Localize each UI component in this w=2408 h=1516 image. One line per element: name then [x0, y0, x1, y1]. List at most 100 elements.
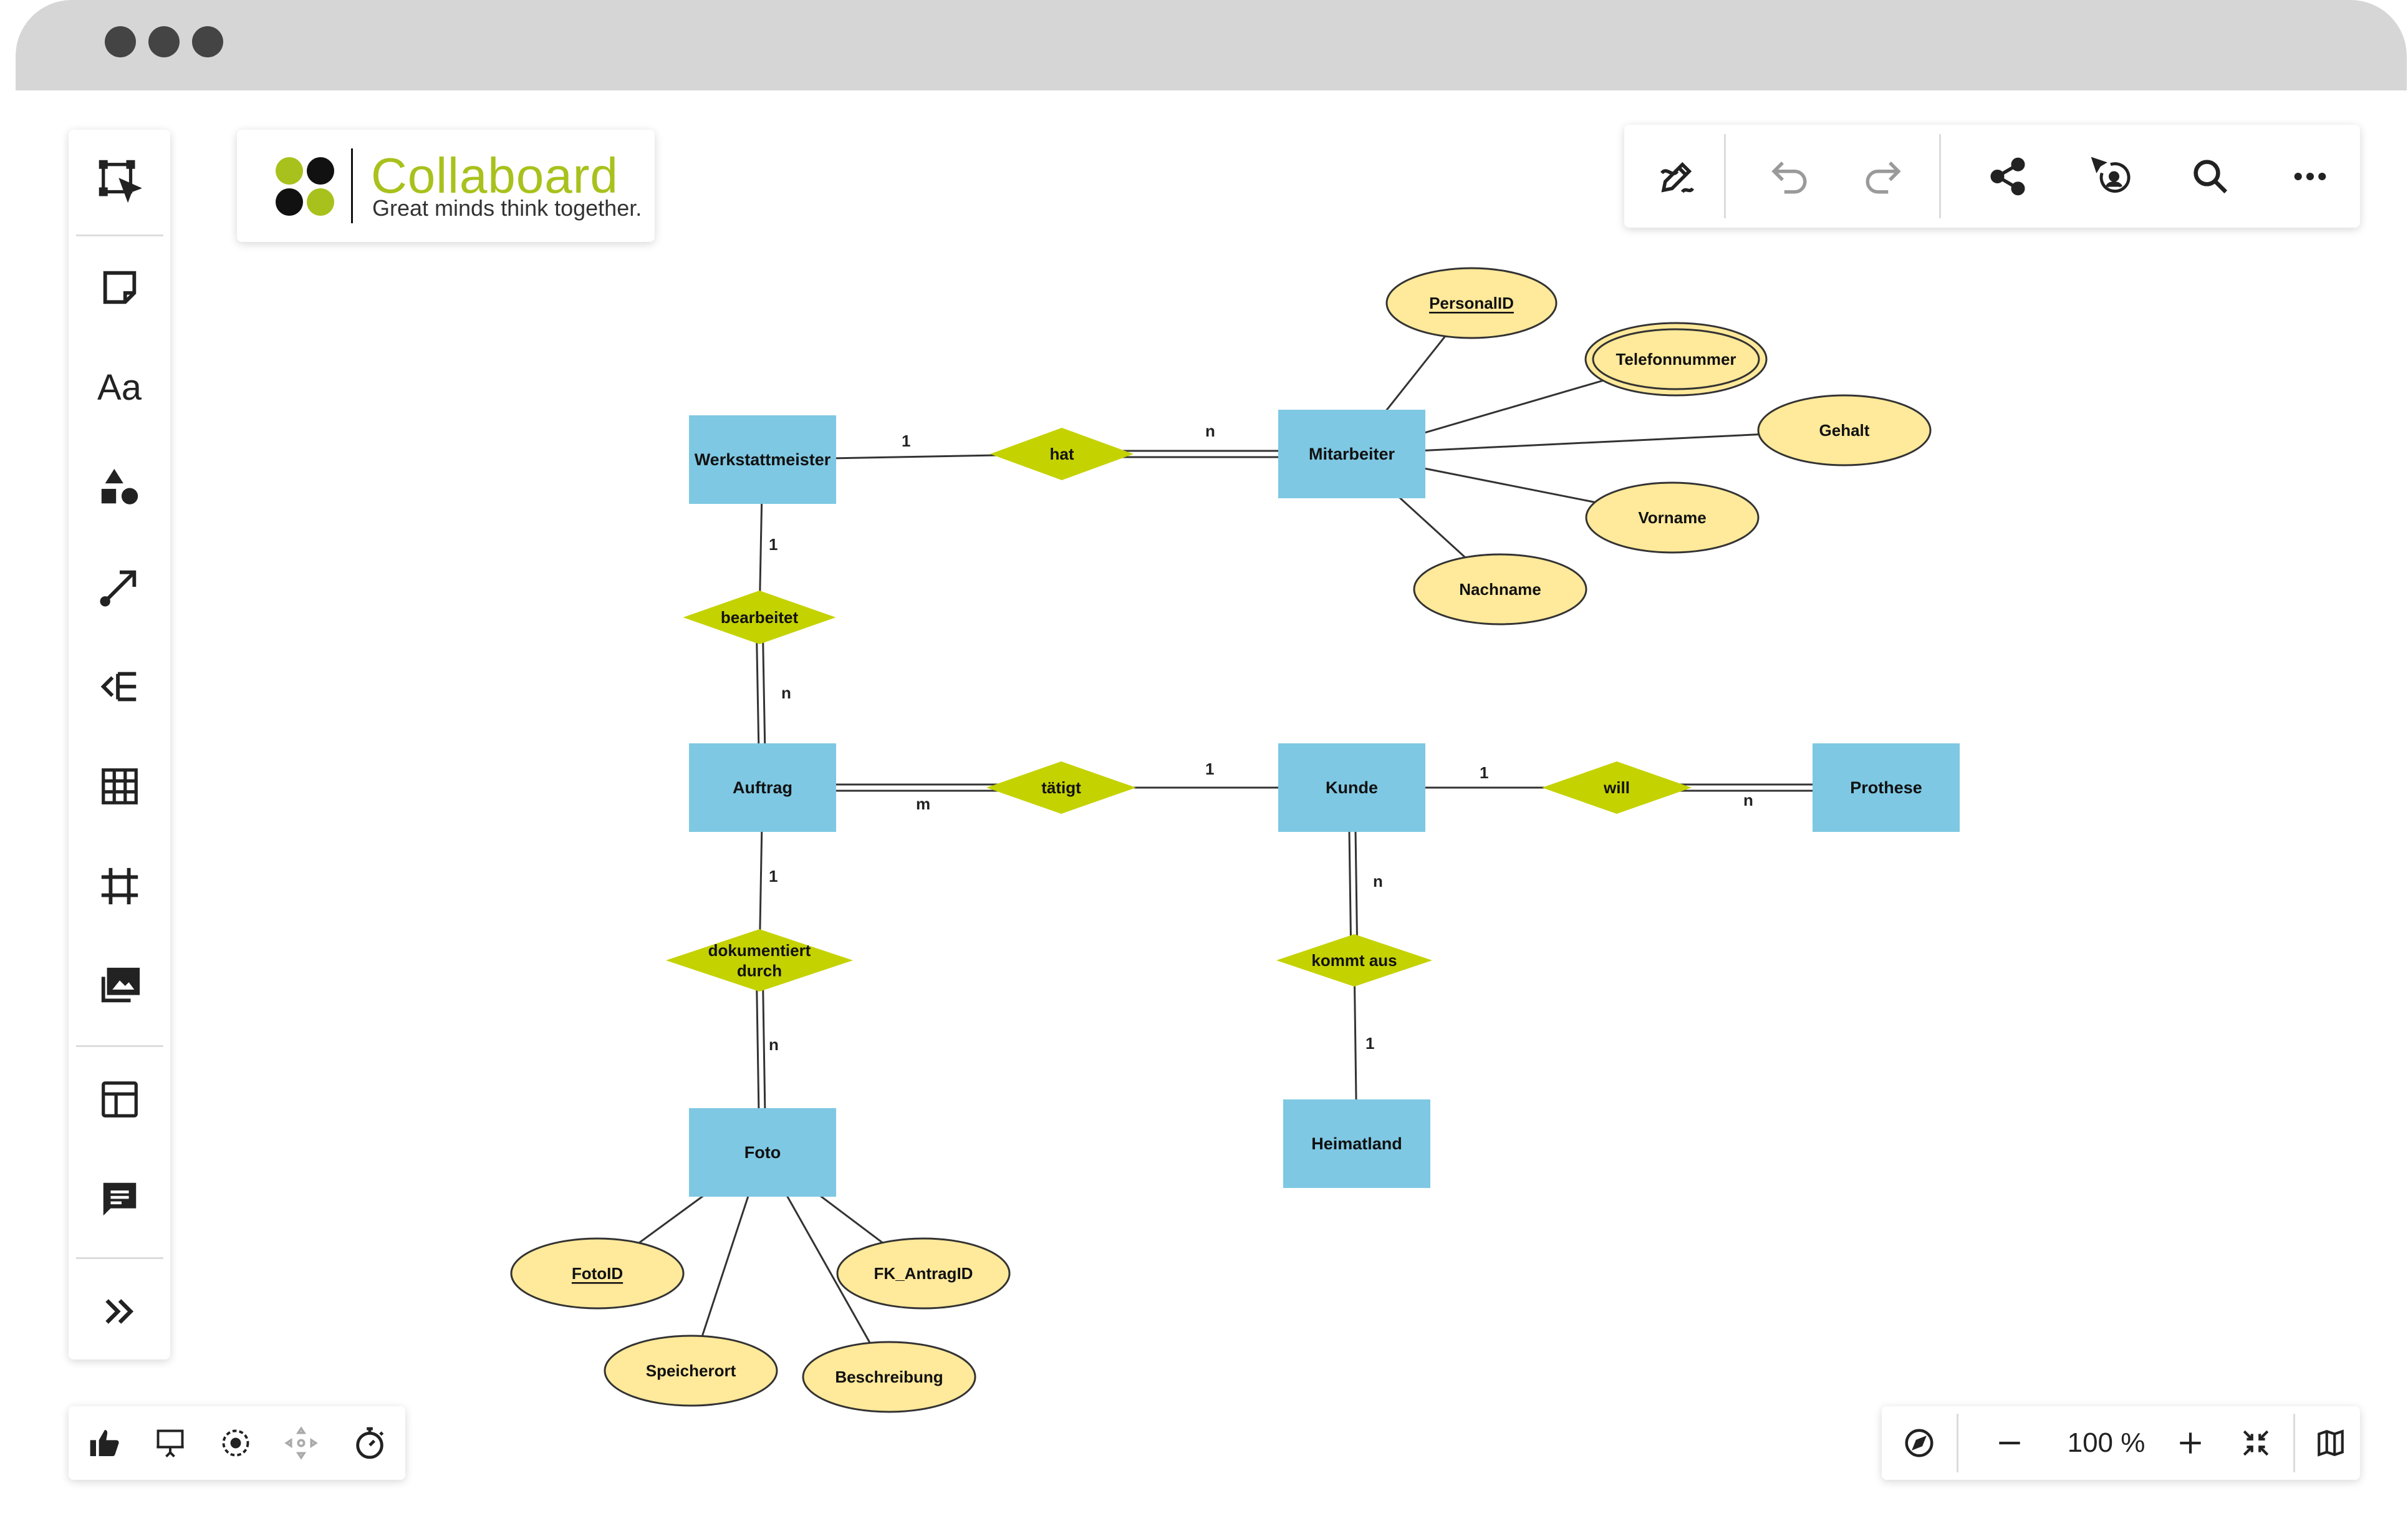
attribute-fkantragid[interactable]: FK_AntragID [836, 1237, 1011, 1310]
logo-divider [351, 148, 353, 223]
select-icon [99, 160, 142, 203]
shape-label: Auftrag [733, 778, 792, 797]
shapes-tool[interactable] [69, 453, 170, 521]
attribute-telefonnummer[interactable]: Telefonnummer [1584, 322, 1768, 397]
navigator-button[interactable] [1885, 1406, 1953, 1480]
fit-to-screen-button[interactable] [2222, 1406, 2290, 1480]
more-button[interactable] [2270, 125, 2351, 228]
attribute-personalid[interactable]: PersonalID [1385, 267, 1558, 339]
presentation-icon [156, 1429, 184, 1458]
toolbar-divider [76, 1257, 163, 1259]
zoom-in-button[interactable] [2156, 1406, 2225, 1480]
relationship-will[interactable]: will [1542, 761, 1692, 814]
frame-tool[interactable] [69, 852, 170, 920]
timer-icon [355, 1427, 383, 1459]
cardinality-label: 1 [769, 867, 778, 886]
shape-label: Kunde [1326, 778, 1378, 797]
media-tool[interactable] [69, 952, 170, 1020]
attribute-speicherort[interactable]: Speicherort [604, 1335, 778, 1407]
share-button[interactable] [1967, 125, 2048, 228]
fit-screen-icon [2243, 1430, 2269, 1456]
shape-label: Vorname [1638, 508, 1706, 527]
left-toolbar: Aa [69, 130, 170, 1359]
templates-tool[interactable] [69, 1065, 170, 1134]
edit-mode-button[interactable] [1637, 125, 1718, 228]
entity-heimatland[interactable]: Heimatland [1283, 1099, 1430, 1188]
browser-chrome [16, 0, 2407, 90]
cardinality-label: n [1205, 422, 1215, 440]
table-icon [101, 768, 138, 804]
attribute-ellipse [1757, 394, 1932, 466]
follow-user-icon [2091, 157, 2131, 193]
undo-icon [1771, 161, 1807, 193]
entity-box [689, 1108, 836, 1197]
vote-button[interactable] [69, 1406, 140, 1480]
zoom-toolbar: 100 % [1882, 1406, 2360, 1480]
cardinality-label: n [769, 1035, 779, 1054]
entity-prothese[interactable]: Prothese [1813, 743, 1960, 832]
relationship-bearbeitet[interactable]: bearbeitet [683, 591, 836, 644]
relationship-taetigt[interactable]: tätigt [986, 761, 1136, 814]
mindmap-tool[interactable] [69, 652, 170, 721]
undo-button[interactable] [1749, 125, 1830, 228]
attribute-ellipse [1585, 481, 1760, 554]
attribute-beschreibung[interactable]: Beschreibung [802, 1341, 976, 1413]
follow-user-button[interactable] [2070, 125, 2151, 228]
relationship-hat[interactable]: hat [990, 428, 1134, 480]
shape-label: PersonalID [1429, 294, 1514, 312]
entity-kunde[interactable]: Kunde [1278, 743, 1425, 832]
attribute-ellipse [604, 1335, 778, 1407]
select-tool[interactable] [69, 147, 170, 215]
focus-button[interactable] [200, 1406, 271, 1480]
relationship-diamond [990, 428, 1134, 480]
images-icon [101, 967, 140, 1003]
spotlight-button[interactable] [265, 1406, 337, 1480]
attribute-ellipse [1584, 322, 1768, 397]
attribute-gehalt[interactable]: Gehalt [1757, 394, 1932, 466]
zoom-level[interactable]: 100 % [2067, 1427, 2146, 1458]
shape-label: durch [737, 961, 782, 980]
map-icon [2317, 1429, 2344, 1457]
entity-werkstattmeister[interactable]: Werkstattmeister [689, 415, 836, 504]
table-tool[interactable] [69, 752, 170, 821]
sticky-note-tool[interactable] [69, 253, 170, 322]
connector-tool[interactable] [69, 553, 170, 621]
bottom-left-toolbar [69, 1406, 405, 1480]
entity-box [1283, 1099, 1430, 1188]
zoom-out-button[interactable] [1975, 1406, 2044, 1480]
comments-tool[interactable] [69, 1165, 170, 1234]
attribute-fotoid[interactable]: FotoID [510, 1237, 685, 1310]
entity-box [1278, 743, 1425, 832]
search-button[interactable] [2170, 125, 2251, 228]
top-toolbar [1624, 125, 2360, 228]
shape-label: hat [1050, 445, 1074, 463]
shape-label: tätigt [1041, 778, 1081, 797]
entity-foto[interactable]: Foto [689, 1108, 836, 1197]
arrow-icon [100, 570, 136, 607]
cardinality-label: n [1373, 872, 1383, 891]
text-tool[interactable]: Aa [69, 353, 170, 422]
shape-label: Foto [744, 1143, 781, 1162]
plus-icon [2180, 1432, 2201, 1454]
redo-button[interactable] [1842, 125, 1924, 228]
minimap-button[interactable] [2301, 1406, 2360, 1480]
spotlight-icon [284, 1426, 318, 1460]
timer-button[interactable] [334, 1406, 405, 1480]
sticky-note-icon [103, 271, 136, 304]
relationship-diamond [666, 929, 853, 992]
attribute-nachname[interactable]: Nachname [1413, 553, 1587, 625]
entity-auftrag[interactable]: Auftrag [689, 743, 836, 832]
relationship-kommtaus[interactable]: kommt aus [1276, 934, 1432, 987]
attribute-vorname[interactable]: Vorname [1585, 481, 1760, 554]
focus-icon [222, 1429, 249, 1457]
expand-tools[interactable] [69, 1277, 170, 1346]
shape-label: Gehalt [1819, 421, 1870, 440]
shape-label: Heimatland [1311, 1134, 1402, 1153]
mindmap-icon [100, 672, 136, 702]
attribute-ellipse [836, 1237, 1011, 1310]
entity-mitarbeiter[interactable]: Mitarbeiter [1278, 410, 1425, 498]
entity-box [689, 743, 836, 832]
presentation-button[interactable] [134, 1406, 206, 1480]
